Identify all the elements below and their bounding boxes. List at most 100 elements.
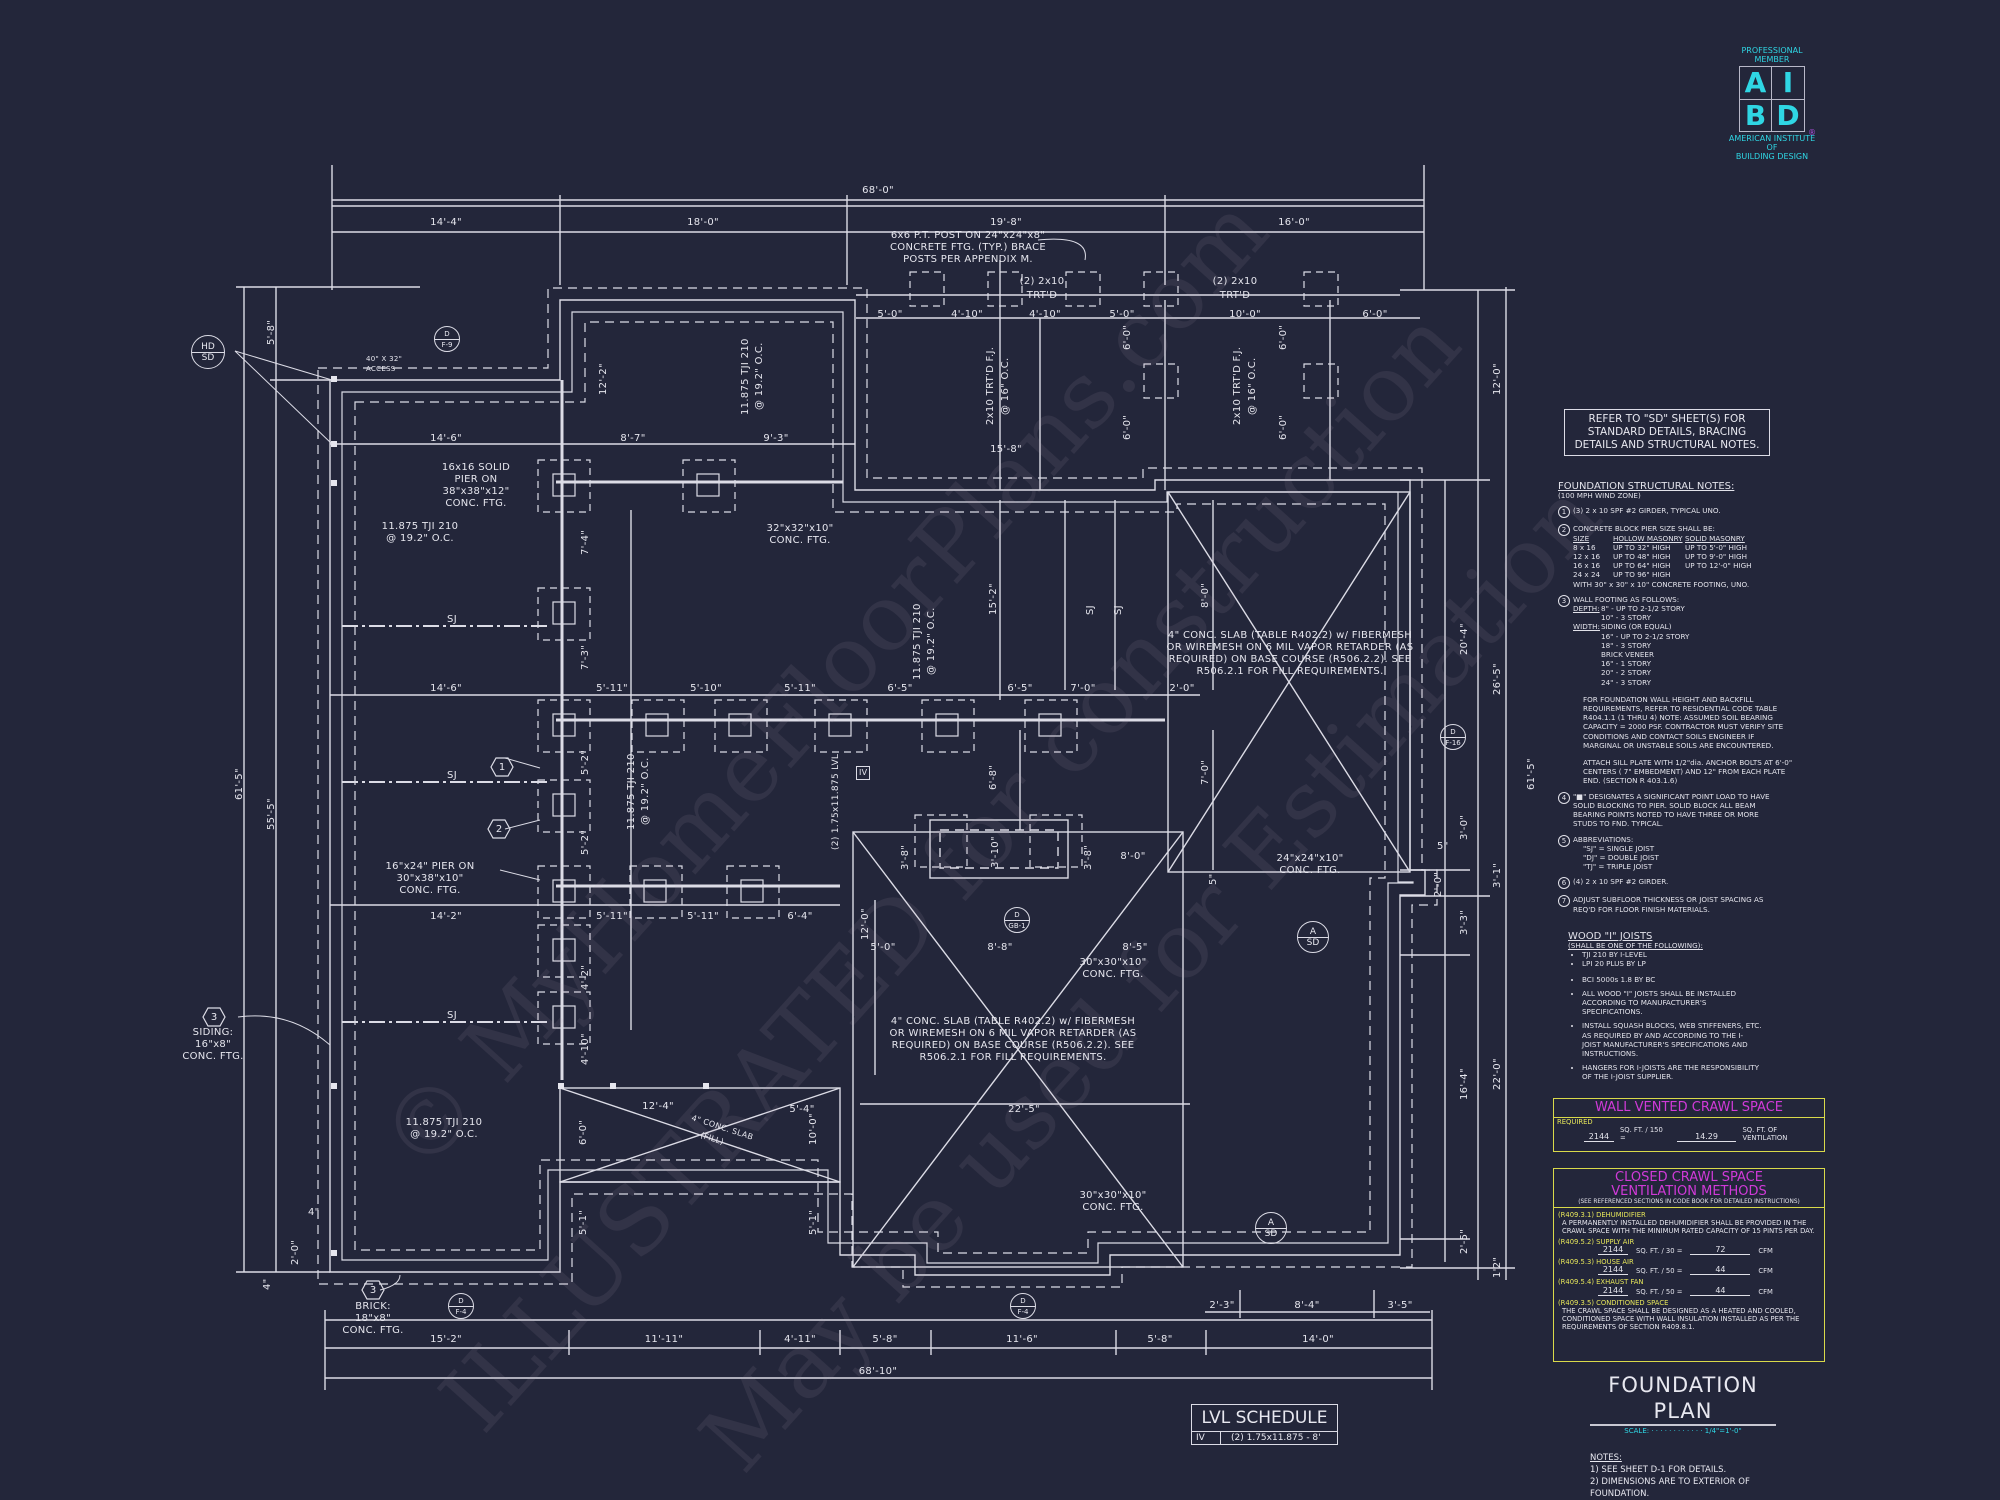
dim-girder-3: 5'-11": [596, 911, 628, 922]
code-ref: (R409.3.5) CONDITIONED SPACE: [1558, 1298, 1669, 1307]
dim-right-outer: 12'-0": [1492, 363, 1503, 395]
note-text: FOR FOUNDATION WALL HEIGHT AND BACKFILL …: [1583, 694, 1784, 750]
area-value: 2144: [1598, 1245, 1628, 1256]
hexagon-icon: [487, 819, 511, 839]
note-5: 5 ABBREVIATIONS: "SJ" = SINGLE JOIST "DJ…: [1558, 834, 1858, 872]
table-cell: UP TO 12'-0" HIGH: [1685, 561, 1752, 571]
depth-item: 8" - UP TO 2-1/2 STORY: [1601, 604, 1685, 614]
dim-girder-1: 8'-7": [620, 433, 646, 444]
dim-porch-vert: 6'-0": [1278, 414, 1289, 440]
dim-top-seg: 14'-4": [430, 217, 462, 228]
notes-subheading: (100 MPH WIND ZONE): [1558, 491, 1641, 501]
table-cell: UP TO 32" HIGH: [1613, 542, 1671, 552]
dim-girder-2: 5'-11": [784, 683, 816, 694]
note-text: (4) 2 x 10 SPF #2 GIRDER.: [1573, 877, 1669, 887]
detail-bubble-d-f4[interactable]: D F-4: [448, 1293, 474, 1319]
logo-letter: D: [1776, 99, 1800, 132]
registered-mark: ®: [1808, 128, 1816, 137]
unit-text: SQ. FT. OF VENTILATION: [1742, 1126, 1788, 1143]
scale-value: 1/4"=1'-0": [1704, 1427, 1742, 1435]
lvl-spec-cell: (2) 1.75x11.875 - 8': [1231, 1433, 1321, 1443]
porch-joist-2: 2x10 TRT'D F.J.: [1232, 346, 1243, 425]
girder-right-size: (2) 2x10: [1212, 276, 1258, 287]
dim-interior: 7'-3": [580, 644, 591, 670]
lvl-tag: (2) 1.75x11.875 LVL: [831, 753, 841, 850]
access-label: ACCESS: [366, 365, 396, 373]
conditioned-text: THE CRAWL SPACE SHALL BE DESIGNED AS A H…: [1562, 1307, 1800, 1332]
depth-label: DEPTH:: [1573, 604, 1600, 614]
dim-left-inner: 55'-5": [266, 798, 277, 830]
abbreviation: "SJ" = SINGLE JOIST: [1583, 843, 1655, 853]
dim-left-top: 5'-8": [266, 319, 277, 345]
detail-bubble-d-f16[interactable]: D F-16: [1440, 724, 1466, 750]
logo-letter: I: [1772, 67, 1804, 100]
detail-bubble-hd-sd[interactable]: HD SD: [191, 335, 225, 369]
ftg-30-note: CONC. FTG.: [1082, 969, 1144, 980]
table-cell: 24 x 24: [1573, 570, 1601, 580]
structural-notes: FOUNDATION STRUCTURAL NOTES: (100 MPH WI…: [1558, 480, 1858, 1087]
dim-right-outer: 1'2": [1492, 1256, 1503, 1278]
note-text: ADJUST SUBFLOOR THICKNESS OR JOIST SPACI…: [1573, 895, 1764, 914]
pier-32-note: 32"x32"x10": [766, 523, 834, 534]
dim-top-seg: 16'-0": [1278, 217, 1310, 228]
dim-bottom-right: 3'-5": [1387, 1300, 1413, 1311]
dim-right-outer: 26'-5": [1492, 663, 1503, 695]
slab-note-center: 4" CONC. SLAB (TABLE R402.2) w/ FIBERMES…: [890, 1016, 1136, 1027]
code-ref: (R409.5.4) EXHAUST FAN: [1558, 1278, 1644, 1287]
sj-label: SJ: [447, 614, 457, 625]
porch-joist-1: 2x10 TRT'D F.J.: [985, 346, 996, 425]
cfm-value: 44: [1690, 1266, 1751, 1276]
detail-bubble-a-sd[interactable]: A SD: [1297, 921, 1329, 953]
dim-interior: 7'-4": [580, 529, 591, 555]
hex-number: 3: [210, 1011, 218, 1023]
sheet-note: 1) SEE SHEET D-1 FOR DETAILS.: [1590, 1465, 1727, 1475]
divisor-text: SQ. FT. / 150 =: [1619, 1126, 1663, 1143]
detail-bubble-a-sd[interactable]: A SD: [1255, 1212, 1287, 1244]
dim-girder-2: 14'-6": [430, 683, 462, 694]
dim-interior: 12'-0": [860, 908, 871, 940]
code-ref: (R409.3.1) DEHUMIDIFIER: [1558, 1211, 1646, 1219]
detail-bubble-d-f4[interactable]: D F-4: [1010, 1293, 1036, 1319]
dim-bottom-seg: 11'-6": [1006, 1334, 1038, 1345]
required-label: REQUIRED: [1557, 1118, 1593, 1126]
dim-interior: 3'-8": [1083, 844, 1094, 870]
bubble-bottom: SD: [201, 352, 215, 363]
hex-number: 2: [495, 823, 503, 835]
scale-label: SCALE:: [1624, 1427, 1650, 1435]
dim-porch: 5'-0": [1109, 309, 1135, 320]
detail-bubble-d-f9[interactable]: D F-9: [434, 326, 460, 352]
dim-interior: 22'-5": [1008, 1104, 1040, 1115]
divisor-text: SQ. FT. / 30 =: [1636, 1246, 1683, 1255]
dim-bottom-right: 2'-3": [1209, 1300, 1235, 1311]
dim-right-inner: 3'-3": [1459, 909, 1470, 935]
dim-bottom-seg: 15'-2": [430, 1334, 462, 1345]
joist-note: HANGERS FOR I-JOISTS ARE THE RESPONSIBIL…: [1582, 1063, 1762, 1081]
dim-girder-1: 9'-3": [763, 433, 789, 444]
lvl-schedule-title: LVL SCHEDULE: [1192, 1405, 1337, 1432]
dim-interior: 12'-4": [642, 1101, 674, 1112]
bubble-bottom: F-16: [1445, 738, 1461, 747]
solid-pier-note: 38"x38"x12": [442, 486, 510, 497]
dim-girder-2: 7'-0": [1070, 683, 1096, 694]
joist-list: TJI 210 BY I-LEVEL LPI 20 PLUS BY LP BCI…: [1568, 950, 1858, 1081]
width-item: 16" - UP TO 2-1/2 STORY: [1601, 631, 1690, 641]
dim-right-inner: 20'-4": [1459, 623, 1470, 655]
abbreviation: "TJ" = TRIPLE JOIST: [1583, 862, 1653, 872]
pier-32-note: CONC. FTG.: [769, 535, 831, 546]
bubble-top: D: [449, 1296, 473, 1307]
detail-bubble-d-gb1[interactable]: D GB-1: [1004, 907, 1030, 933]
dim-interior: 5'-4": [789, 1104, 815, 1115]
supply-calc-row: 2144 SQ. FT. / 30 = 72 CFM: [1558, 1245, 1820, 1256]
pier-16x24-note: 30"x38"x10": [396, 873, 464, 884]
table-cell: 16 x 16: [1573, 561, 1601, 571]
slab-note-garage: 4" CONC. SLAB (TABLE R402.2) w/ FIBERMES…: [1167, 630, 1413, 641]
vented-calc-row: 2144 SQ. FT. / 150 = 14.29 SQ. FT. OF VE…: [1554, 1126, 1824, 1143]
dim-right-overall: 61'-5": [1526, 758, 1537, 790]
table-header: SOLID MASONRY: [1685, 533, 1745, 543]
dim-left-bottom: 2'-0": [290, 1239, 301, 1265]
note-number: 3: [1558, 594, 1570, 607]
bubble-top: A: [1298, 927, 1328, 938]
table-cell: [1685, 570, 1765, 579]
slab-note-garage: REQUIRED) ON BASE COURSE (R506.2.2). SEE: [1168, 654, 1412, 665]
width-item: 20" - 2 STORY: [1601, 668, 1652, 678]
